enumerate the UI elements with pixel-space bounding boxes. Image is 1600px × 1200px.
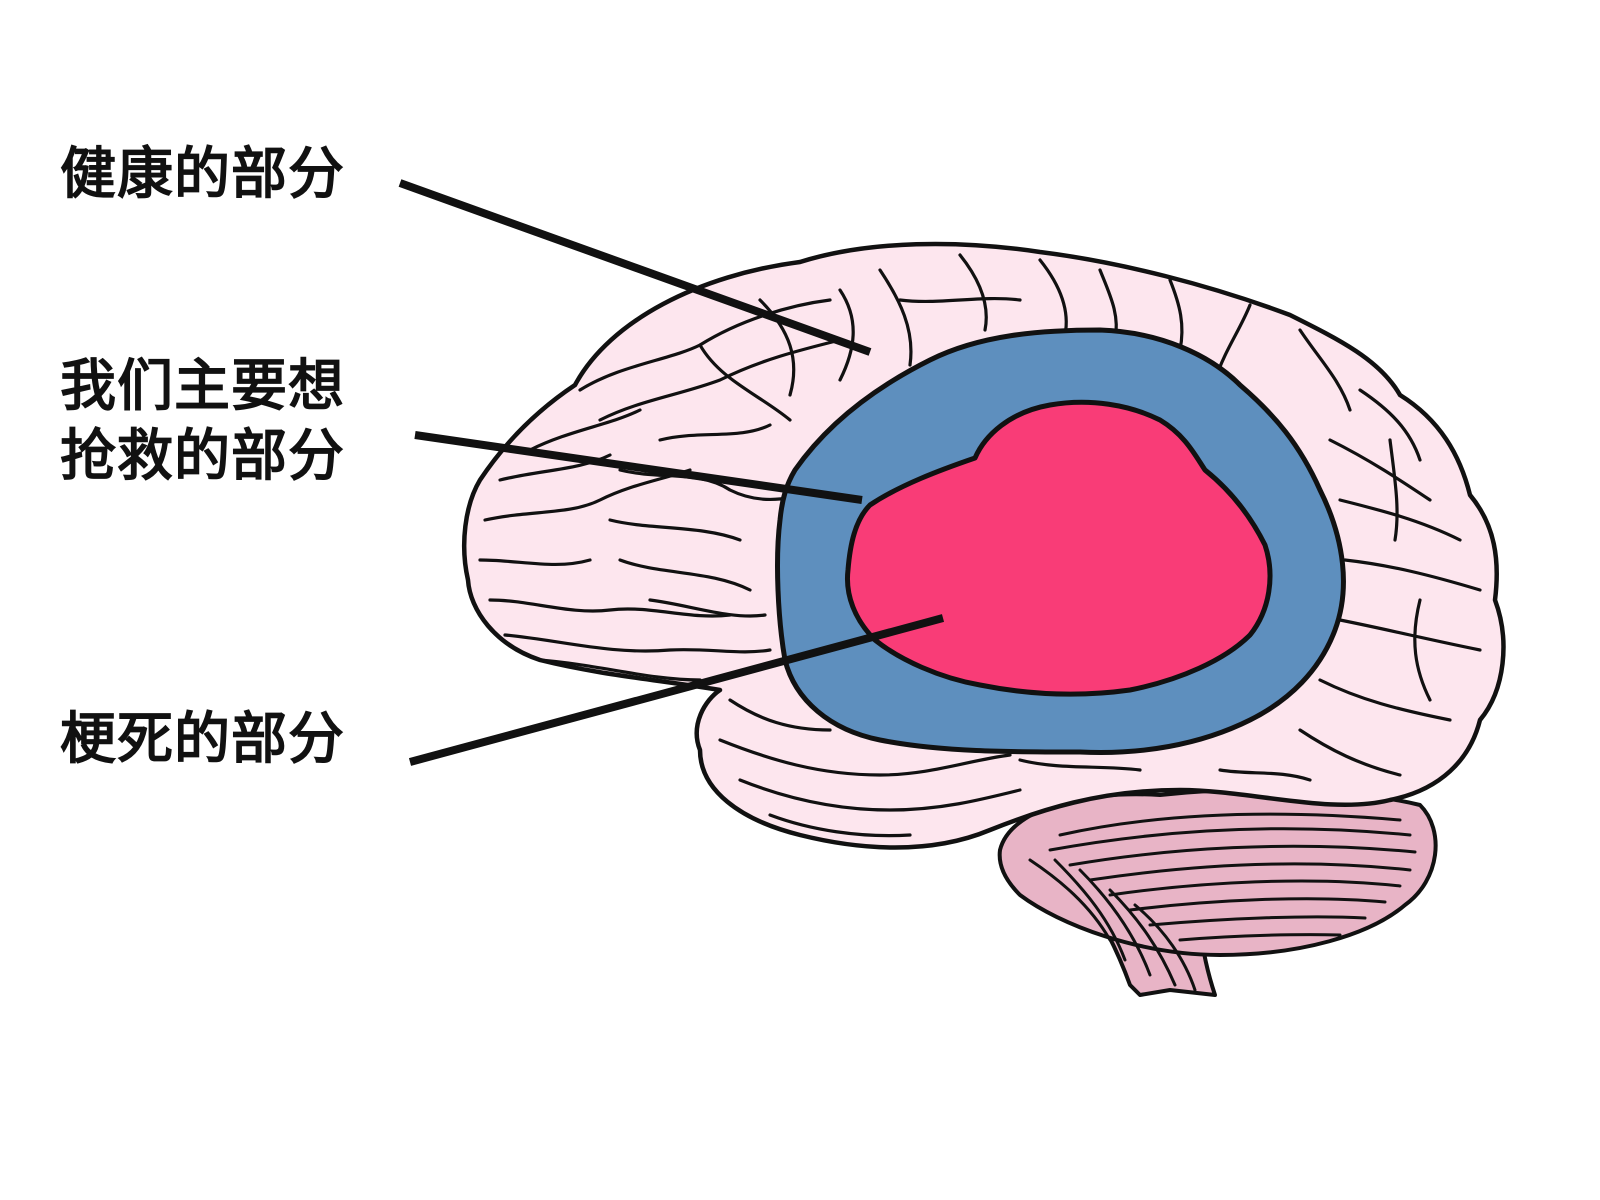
- label-infarct-part: 梗死的部分: [60, 705, 345, 775]
- label-healthy-part: 健康的部分: [60, 140, 345, 210]
- label-penumbra-line2: 抢救的部分: [60, 424, 345, 489]
- leader-lines: [398, 179, 945, 766]
- cerebellum-body: [997, 787, 1438, 957]
- leader-line-penumbra: [414, 431, 863, 504]
- label-penumbra-part: 我们主要想 抢救的部分: [60, 352, 345, 492]
- leader-line-infarct: [408, 614, 945, 766]
- leader-line-healthy: [398, 179, 872, 356]
- label-infarct-text: 梗死的部分: [60, 707, 345, 772]
- label-healthy-text: 健康的部分: [60, 142, 345, 207]
- label-penumbra-line1: 我们主要想: [60, 354, 345, 419]
- cerebellum: [997, 787, 1438, 997]
